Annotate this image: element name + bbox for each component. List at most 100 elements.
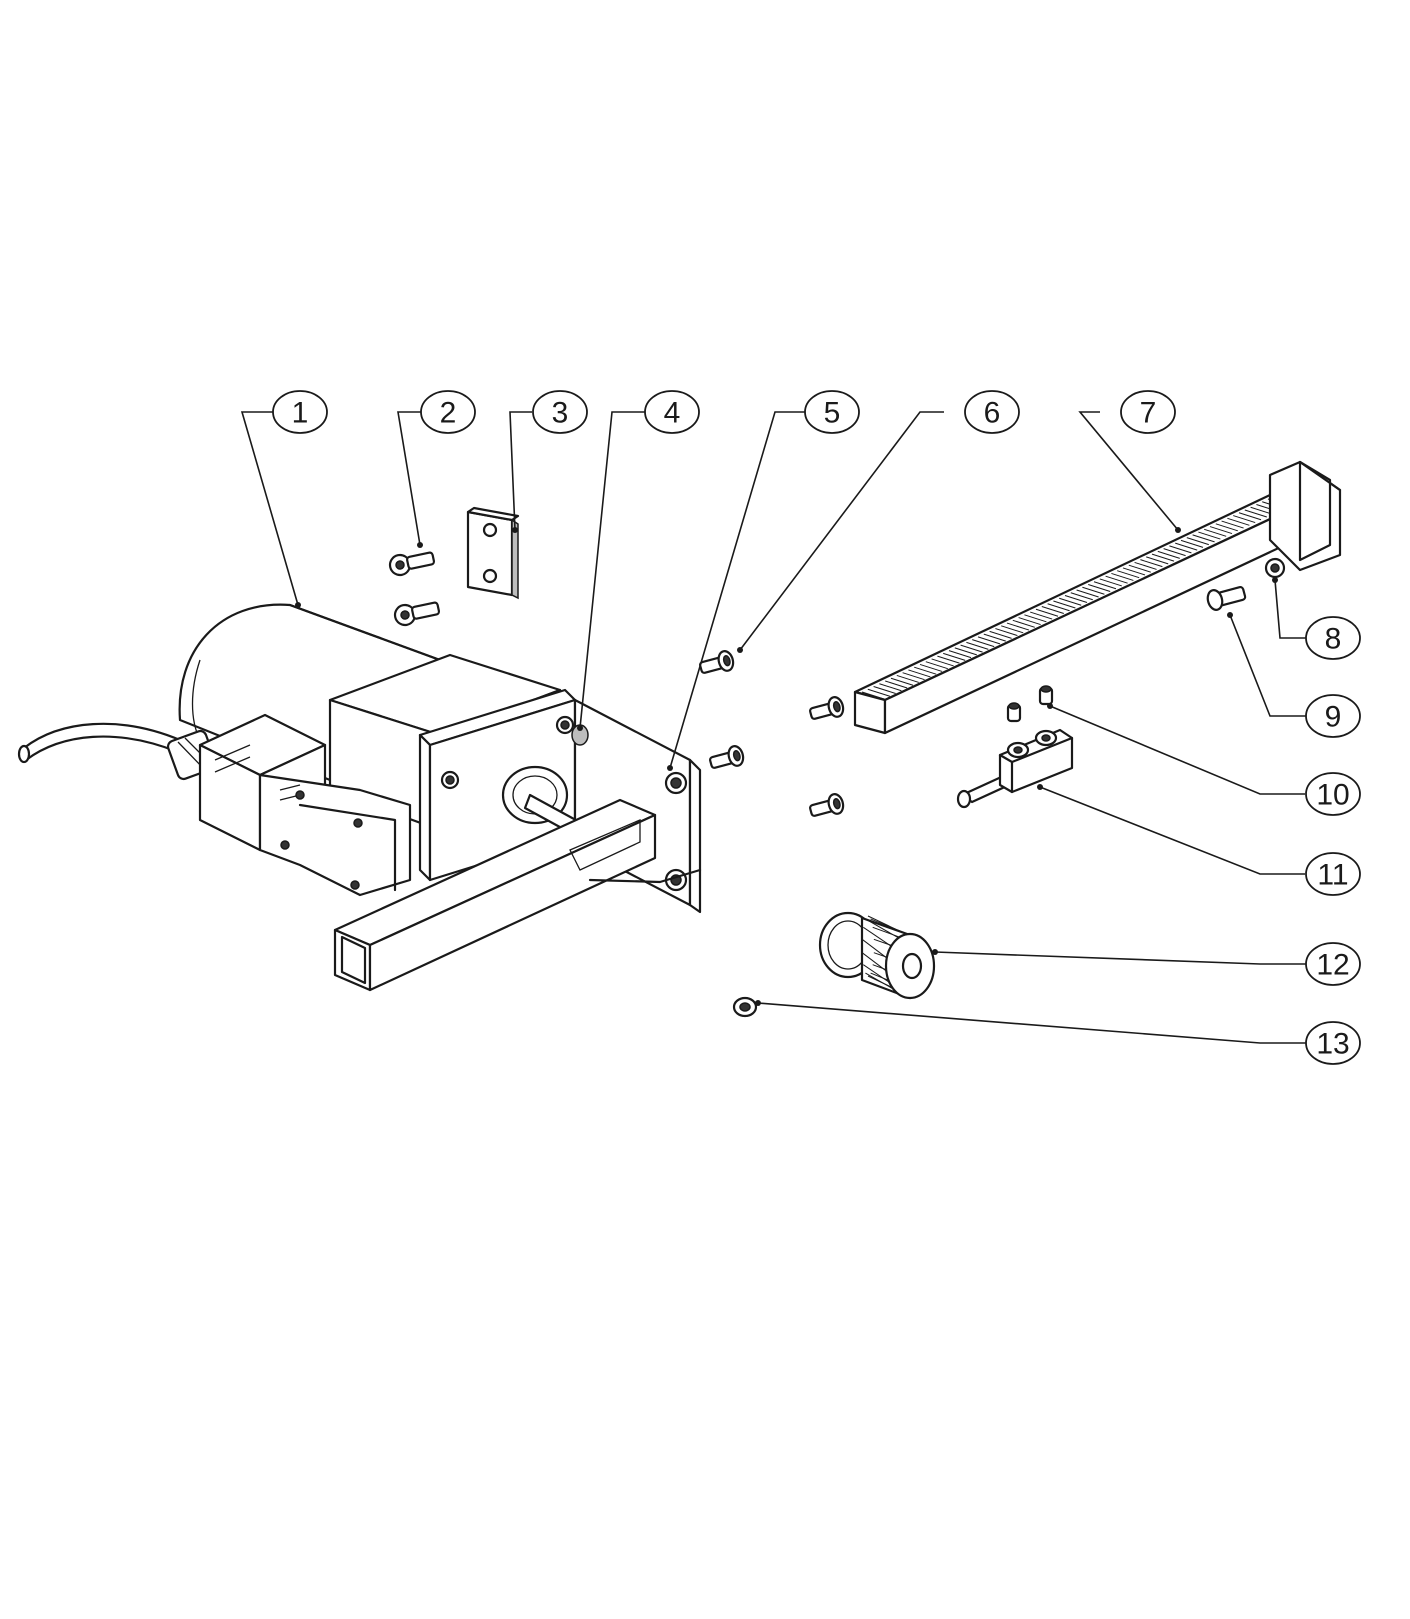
rack-tooth — [1082, 586, 1105, 595]
rack-tooth — [1006, 622, 1030, 631]
rack-tooth — [1169, 545, 1192, 554]
rack-tooth — [1018, 617, 1041, 626]
rack-tooth — [1209, 526, 1233, 535]
callout-11-bubble: 11 — [1305, 852, 1361, 896]
rack-tooth — [1093, 581, 1117, 590]
rack-tooth — [896, 674, 919, 683]
callout-4-bubble: 4 — [644, 390, 700, 434]
callout-6-bubble: 6 — [964, 390, 1020, 434]
gear-tooth — [863, 926, 894, 948]
motor-cable — [22, 722, 182, 750]
rack-tooth — [1122, 567, 1146, 576]
callout-11-label: 11 — [1317, 859, 1348, 892]
rack-tooth — [1175, 542, 1198, 551]
gear-tooth — [861, 938, 889, 960]
rack-tooth — [908, 669, 931, 678]
rack-tooth — [972, 639, 995, 648]
callout-5-label: 5 — [824, 397, 841, 430]
rack-tooth — [1204, 528, 1227, 537]
callout-4-label: 4 — [664, 397, 681, 430]
rack-tooth — [1163, 548, 1186, 557]
rack-tooth — [1146, 556, 1169, 565]
rack-tooth — [1047, 603, 1070, 612]
callout-10-label: 10 — [1316, 779, 1349, 812]
callout-12-bubble: 12 — [1305, 942, 1361, 986]
callout-9-label: 9 — [1325, 701, 1342, 734]
rack-tooth — [1053, 600, 1076, 609]
rack-tooth — [948, 650, 972, 659]
rack-tooth — [885, 680, 908, 689]
rack-tooth — [1233, 515, 1256, 524]
rack-tooth — [890, 677, 914, 686]
rack-tooth — [925, 661, 948, 670]
rack-tooth — [1041, 606, 1064, 615]
rack-tooth — [1059, 597, 1082, 606]
callout-8-bubble: 8 — [1305, 616, 1361, 660]
rack-tooth — [983, 633, 1006, 642]
part-motor-assembly — [17, 603, 702, 992]
rack-tooth — [1070, 592, 1093, 601]
part-gear-rack-7 — [853, 460, 1342, 735]
rack-tooth — [966, 641, 989, 650]
rack-tooth — [1111, 572, 1134, 581]
rack-tooth — [1024, 614, 1047, 623]
rack-tooth — [960, 644, 983, 653]
callout-5-bubble: 5 — [804, 390, 860, 434]
rack-tooth — [1035, 608, 1059, 617]
rack-tooth — [1088, 583, 1111, 592]
gear-tooth — [865, 918, 901, 940]
callout-3-bubble: 3 — [532, 390, 588, 434]
rack-tooth — [867, 688, 890, 697]
rack-tooth — [995, 628, 1018, 637]
callout-1-label: 1 — [292, 397, 309, 430]
gear-tooth — [861, 952, 889, 974]
rack-tooth — [1180, 539, 1204, 548]
callout-8-label: 8 — [1325, 623, 1342, 656]
rack-tooth — [1186, 537, 1209, 546]
rack-tooth — [931, 658, 954, 667]
callout-13-bubble: 13 — [1305, 1021, 1361, 1065]
rack-tooth — [1012, 619, 1035, 628]
callout-2-label: 2 — [440, 397, 457, 430]
part-plate-3 — [466, 506, 520, 600]
part-set-screw-13 — [732, 996, 758, 1018]
rack-tooth — [1117, 570, 1140, 579]
rack-tooth — [861, 691, 885, 700]
rack-tooth — [1030, 611, 1053, 620]
rack-tooth — [1215, 523, 1238, 532]
callout-2-bubble: 2 — [420, 390, 476, 434]
rack-tooth — [1099, 578, 1122, 587]
callout-3-label: 3 — [552, 397, 569, 430]
part-clamp-block-11 — [956, 728, 1074, 809]
rack-tooth — [1244, 509, 1267, 518]
callout-10-bubble: 10 — [1305, 772, 1361, 816]
part-screws-2 — [388, 551, 441, 627]
callout-7-bubble: 7 — [1120, 390, 1176, 434]
rack-tooth — [1157, 550, 1180, 559]
rack-tooth — [1105, 575, 1128, 584]
rack-tooth — [1140, 559, 1163, 568]
callout-12-label: 12 — [1316, 949, 1349, 982]
rack-tooth — [1151, 553, 1175, 562]
rack-tooth — [989, 630, 1012, 639]
rack-tooth — [943, 652, 966, 661]
callout-1-bubble: 1 — [272, 390, 328, 434]
part-screws-6 — [699, 650, 845, 817]
part-pin-9 — [1206, 586, 1247, 611]
part-set-screws-10 — [1006, 685, 1054, 723]
rack-tooth — [1064, 595, 1088, 603]
part-pinion-gear-12 — [818, 911, 936, 1000]
rack-tooth — [1001, 625, 1024, 634]
rack-tooth — [977, 636, 1001, 645]
rack-tooth — [1227, 517, 1250, 526]
rack-tooth — [1076, 589, 1099, 598]
rack-tooth — [1134, 561, 1157, 570]
rack-tooth — [902, 672, 925, 681]
rack-tooth — [919, 663, 943, 672]
callout-13-label: 13 — [1316, 1028, 1349, 1061]
rack-tooth — [1221, 520, 1244, 529]
callout-6-label: 6 — [984, 397, 1001, 430]
rack-tooth — [1238, 512, 1262, 521]
